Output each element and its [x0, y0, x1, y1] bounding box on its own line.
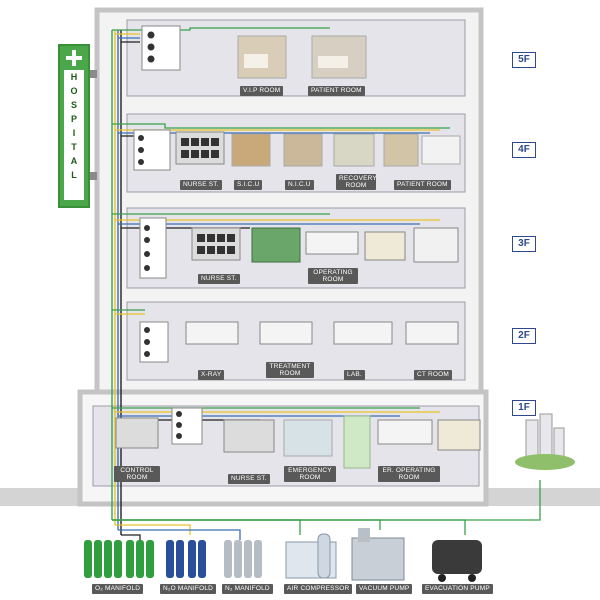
sign-letter: T — [71, 142, 77, 152]
room-label-treatment: TREATMENT ROOM — [266, 362, 314, 378]
room-label-control-room: CONTROL ROOM — [114, 466, 160, 482]
room-label-nurse-st-1f: NURSE ST. — [228, 474, 270, 484]
room-label-emergency: EMERGENCY ROOM — [284, 466, 336, 482]
room-label-vip: V.I.P ROOM — [240, 86, 284, 96]
sign-letter: P — [70, 114, 77, 124]
room-images — [115, 35, 481, 469]
room-label-x-ray: X-RAY — [198, 370, 225, 380]
source-label-o2: O₂ MANIFOLD — [92, 584, 144, 594]
sign-letter: L — [71, 170, 77, 180]
sign-letter: A — [70, 156, 78, 166]
room-label-recovery: RECOVERY ROOM — [336, 174, 377, 190]
hospital-sign-text: H O S P I T A L — [64, 70, 84, 200]
floor-tag-1f: 1F — [512, 400, 536, 416]
source-label-vacuum-pump: VACUUM PUMP — [356, 584, 413, 594]
room-label-patient-room-5f: PATIENT ROOM — [308, 86, 365, 96]
room-label-er-operating: ER. OPERATING ROOM — [378, 466, 440, 482]
room-label-ct-room: CT ROOM — [414, 370, 452, 380]
room-label-patient-room-4f: PATIENT ROOM — [394, 180, 451, 190]
hospital-sign: H O S P I T A L — [58, 44, 90, 208]
pipe-branches — [112, 27, 541, 545]
sign-bracket-top — [86, 70, 97, 78]
floor-tag-3f: 3F — [512, 236, 536, 252]
sign-bracket-bottom — [86, 172, 97, 180]
floor-tag-5f: 5F — [512, 52, 536, 68]
room-label-nicu: N.I.C.U — [285, 180, 314, 190]
sign-letter: S — [70, 100, 77, 110]
valve-boxes — [133, 25, 203, 445]
sign-letter: I — [72, 128, 76, 138]
source-label-evacuation-pump: EVACUATION PUMP — [422, 584, 493, 594]
source-label-n2o: N₂O MANIFOLD — [160, 584, 217, 594]
room-label-lab: LAB. — [344, 370, 365, 380]
room-label-sicu: S.I.C.U — [234, 180, 263, 190]
sign-letter: H — [70, 72, 78, 82]
sign-letter: O — [70, 86, 78, 96]
hospital-building-illustration — [515, 413, 575, 470]
room-label-nurse-st-4f: NURSE ST. — [180, 180, 222, 190]
source-label-air-compressor: AIR COMPRESSOR — [284, 584, 353, 594]
floor-panel-5f — [126, 19, 466, 97]
cross-icon — [66, 50, 82, 66]
room-label-nurse-st-3f: NURSE ST. — [198, 274, 240, 284]
room-label-operating: OPERATING ROOM — [308, 268, 358, 284]
source-label-n2: N₂ MANIFOLD — [222, 584, 273, 594]
floor-tag-4f: 4F — [512, 142, 536, 158]
gas-sources — [84, 528, 482, 582]
floor-tag-2f: 2F — [512, 328, 536, 344]
